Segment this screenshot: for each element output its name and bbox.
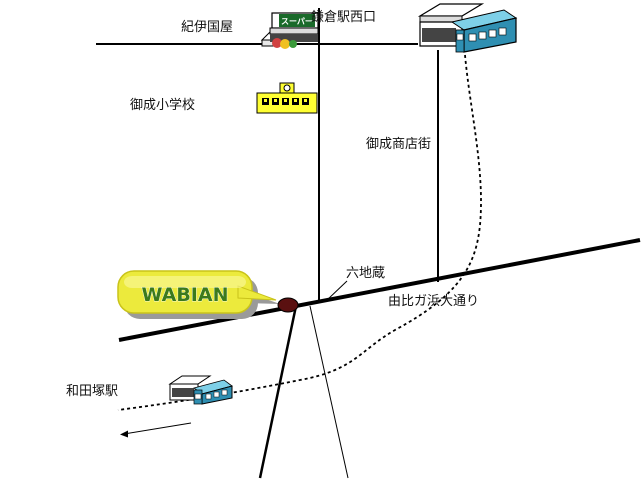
wabian-callout: WABIAN [117,270,280,319]
label-kamakura-station-west: 鎌倉駅西口 [311,10,377,25]
lower-road-left [258,305,298,479]
location-marker-icon [277,297,299,313]
label-onari-elementary: 御成小学校 [130,98,196,113]
wabian-label: WABIAN [142,284,229,306]
supermarket-icon: スーパー [260,12,319,49]
store-sign: スーパー [281,16,313,26]
label-rokujizo: 六地蔵 [346,266,386,281]
train-station-icon [417,3,518,53]
lower-road-right [309,305,349,479]
rokujizo-leader [325,280,348,302]
label-yuigahama-street: 由比ガ浜大通り [388,294,480,309]
direction-arrow-icon [120,422,192,438]
label-wadazuka-station: 和田塚駅 [66,384,119,399]
yuigahama-main-street [118,238,641,342]
label-kinokuniya: 紀伊国屋 [181,20,234,35]
train-station-icon [168,375,233,405]
label-onari-shopping-street: 御成商店街 [366,137,432,152]
railway-line [117,54,482,411]
school-icon [256,82,318,114]
